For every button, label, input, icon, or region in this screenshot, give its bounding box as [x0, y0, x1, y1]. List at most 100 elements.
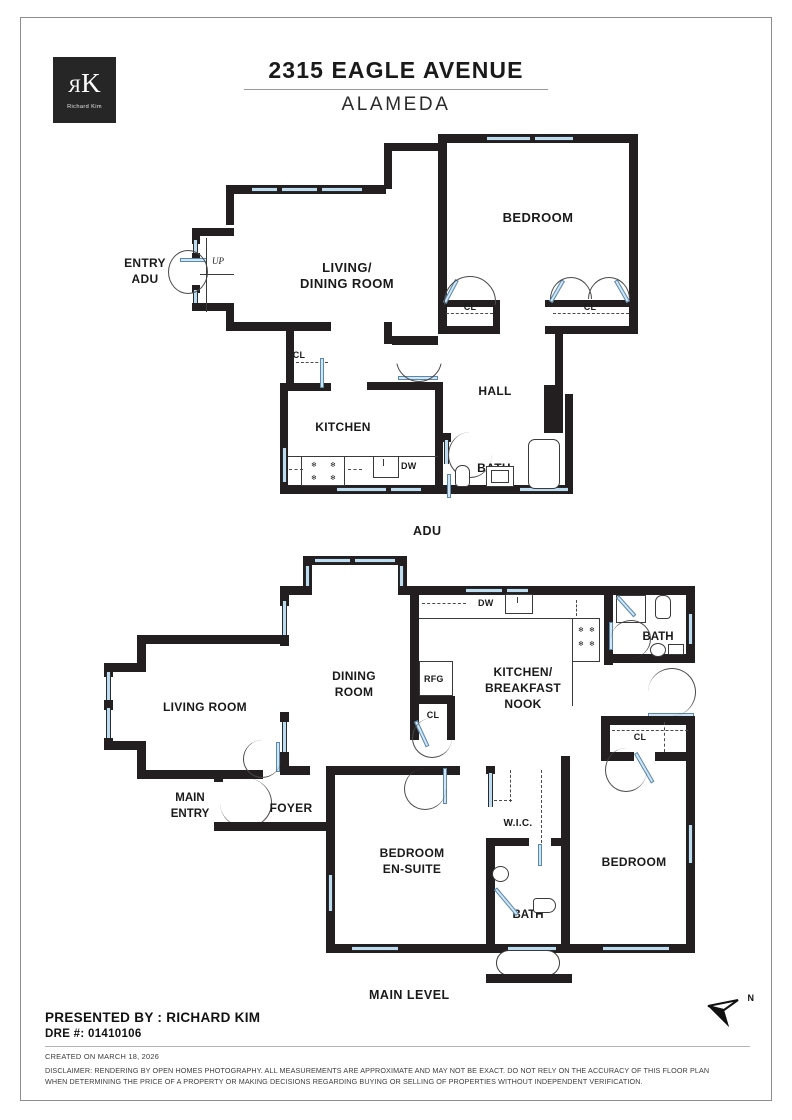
wall: [280, 712, 289, 722]
sink-icon: [650, 643, 666, 657]
window: [305, 566, 310, 591]
toilet-icon: [655, 595, 671, 619]
ensuite-line2: EN-SUITE: [382, 862, 442, 876]
room-label-hall: HALL: [478, 384, 512, 398]
dishwasher-label: DW: [478, 598, 494, 608]
disclaimer-line-1: DISCLAIMER: RENDERING BY OPEN HOMES PHOT…: [45, 1066, 710, 1075]
wall-mullion: [277, 185, 282, 194]
window: [352, 946, 398, 951]
wall: [137, 635, 289, 644]
wall: [544, 385, 563, 433]
room-label-bedroom: BEDROOM: [502, 210, 574, 225]
wall: [565, 394, 573, 494]
wall-mullion: [502, 586, 507, 595]
counter-edge: [288, 456, 438, 457]
wall: [438, 326, 500, 334]
wall: [486, 766, 495, 774]
window: [252, 187, 362, 192]
title-block: 2315 EAGLE AVENUE ALAMEDA: [236, 56, 556, 116]
room-label-main-entry: MAIN ENTRY: [148, 790, 232, 822]
wall: [443, 433, 451, 442]
counter-edge: [419, 618, 574, 619]
room-label-living-dining: LIVING/ DINING ROOM: [272, 260, 422, 292]
door-swing: [648, 668, 696, 716]
wall: [192, 228, 200, 244]
room-label-wic: W.I.C.: [503, 818, 533, 829]
window: [315, 558, 395, 563]
main-level-caption: MAIN LEVEL: [369, 988, 450, 1002]
compass-north-arrow: N: [704, 993, 756, 1031]
wall: [384, 322, 392, 344]
wall: [104, 663, 113, 677]
wall: [286, 383, 331, 391]
closet-shelf: [612, 730, 688, 731]
room-label-cl: CL: [426, 710, 440, 720]
range-icon: [301, 456, 345, 486]
window: [488, 773, 493, 807]
wall: [214, 770, 223, 782]
wall: [486, 838, 529, 846]
toilet-icon: [455, 465, 470, 487]
room-label-cl: CL: [292, 350, 306, 360]
room-label-kitchen-nook: KITCHEN/ BREAKFAST NOOK: [460, 664, 586, 712]
counter-dash: [348, 469, 362, 470]
door-swing: [404, 768, 446, 810]
wall-mullion: [350, 556, 355, 565]
wall: [226, 322, 331, 331]
counter-dash: [422, 603, 466, 604]
disclaimer-line-2: WHEN DETERMINING THE PRICE OF A PROPERTY…: [45, 1077, 643, 1086]
toilet-icon: [533, 898, 556, 913]
wall: [655, 752, 695, 761]
entry-adu-line1: ENTRY: [124, 256, 166, 270]
wall: [601, 716, 695, 725]
counter-dash: [576, 600, 577, 616]
stairs-up-label: UP: [212, 256, 224, 266]
stair-tread: [200, 274, 234, 275]
wall: [280, 766, 310, 775]
window: [193, 240, 198, 256]
closet-shelf: [664, 722, 665, 752]
entry-adu-line2: ADU: [131, 272, 159, 286]
dre-number: DRE #: 01410106: [45, 1028, 142, 1040]
wall: [280, 586, 289, 606]
wall: [326, 766, 460, 775]
sink-icon: [505, 594, 533, 614]
adu-level-plan: CL CL BEDROOM UP: [0, 0, 792, 540]
wall-mullion: [317, 185, 322, 194]
door-swing: [448, 432, 492, 478]
title-divider: [244, 89, 548, 90]
wall: [629, 134, 638, 334]
closet-shelf: [296, 362, 328, 363]
wall: [545, 300, 638, 307]
sink-icon: [491, 470, 509, 483]
bathtub-icon: [528, 439, 560, 489]
window: [193, 290, 198, 306]
door-swing: [412, 718, 452, 758]
wall: [280, 383, 288, 493]
adu-level-caption: ADU: [413, 524, 442, 538]
stair-edge: [206, 238, 207, 312]
footer-divider: [45, 1046, 750, 1047]
wall: [367, 382, 443, 390]
wall: [447, 696, 455, 740]
main-entry-line1: MAIN: [175, 792, 205, 804]
wall: [398, 586, 528, 595]
wall: [486, 838, 495, 944]
door-leaf: [538, 844, 542, 866]
wall: [555, 334, 563, 394]
logo-name: Richard Kim: [67, 103, 102, 110]
counter-edge: [572, 662, 573, 706]
wall-mullion: [530, 134, 535, 143]
window: [328, 875, 333, 911]
room-label-kitchen: KITCHEN: [315, 420, 371, 434]
wall: [528, 586, 695, 595]
kitchen-nook-line1: KITCHEN/: [493, 665, 553, 679]
closet-shelf: [494, 800, 512, 801]
wall: [443, 485, 573, 494]
door-leaf: [447, 474, 451, 498]
room-label-bedroom: BEDROOM: [601, 855, 667, 869]
wall: [104, 663, 146, 672]
wall: [192, 228, 234, 236]
